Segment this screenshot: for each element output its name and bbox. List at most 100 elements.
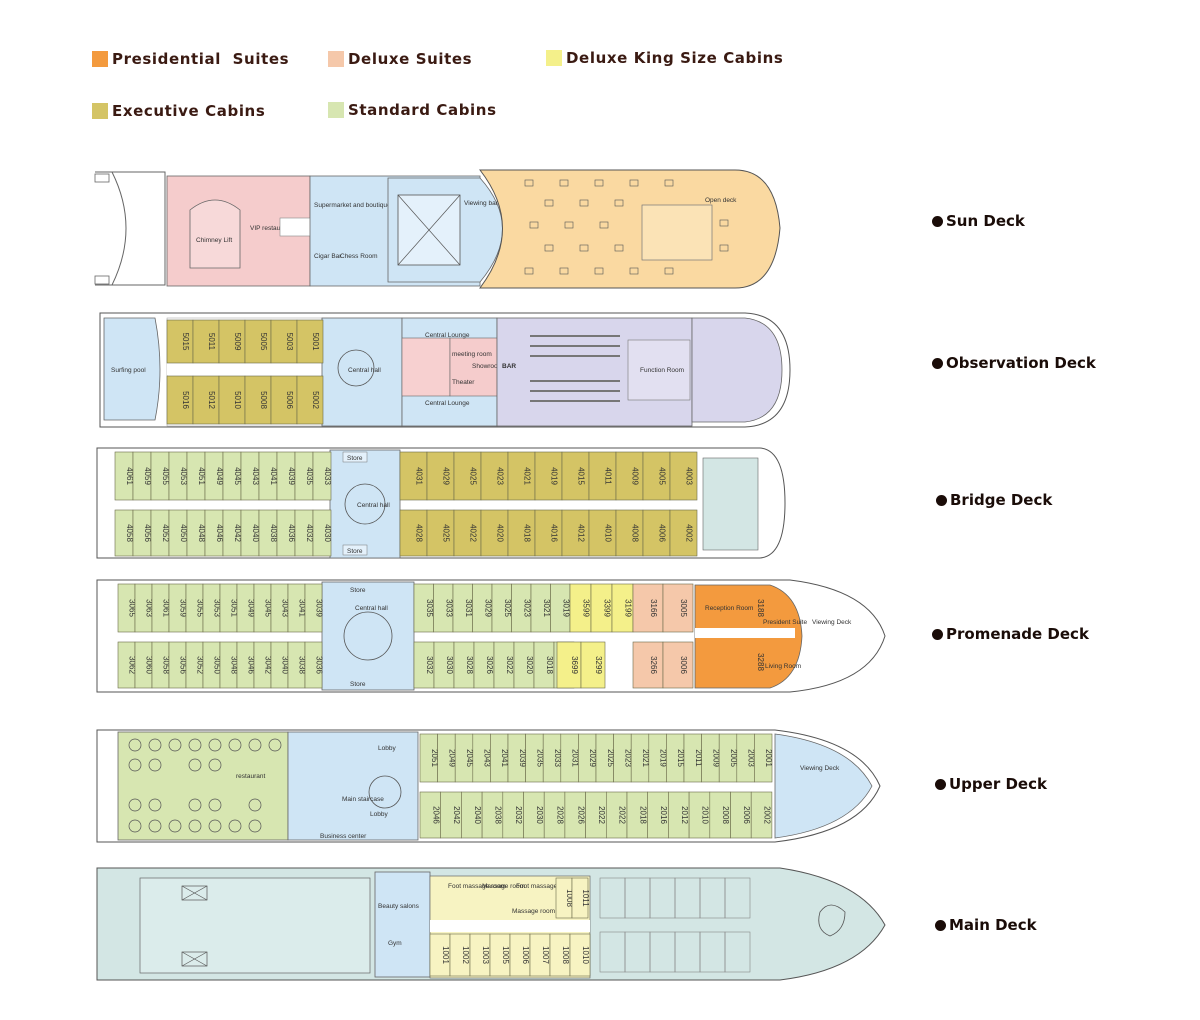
cabin-number: 4030 — [323, 524, 332, 542]
room-label-lobby-1: Lobby — [378, 745, 396, 752]
cabin-number: 2003 — [747, 749, 756, 767]
cabin — [588, 509, 617, 557]
room-label-reception-room: Reception Room — [705, 605, 753, 612]
cabin-number: 3025 — [503, 599, 512, 617]
cabin-number: 4005 — [658, 467, 667, 485]
cabin-number: 4012 — [577, 524, 586, 542]
room-label-viewing-deck: Viewing Deck — [800, 765, 840, 772]
room-label-living-room: Living Room — [765, 663, 801, 670]
legend-item-deluxe-suites: Deluxe Suites — [328, 50, 472, 68]
cabin-number: 5011 — [207, 333, 216, 351]
cabin — [166, 319, 194, 364]
cabin-number: 5002 — [311, 391, 320, 409]
cabin-number: 3032 — [425, 656, 434, 674]
cabin-number: 3029 — [483, 599, 492, 617]
cabin — [244, 375, 272, 425]
cabin-number: 1005 — [501, 946, 510, 964]
room-label-main-staircase: Main staircase — [342, 796, 384, 803]
cabin-number: 3030 — [445, 656, 454, 674]
cabin-number: 4045 — [233, 467, 242, 485]
cabin-number: 2015 — [676, 749, 685, 767]
cabin-number: 3019 — [561, 599, 570, 617]
cabin — [580, 641, 606, 689]
cabin-number: 4008 — [631, 524, 640, 542]
bullet-icon — [935, 919, 946, 931]
bullet-icon — [932, 628, 943, 640]
cabin-number: 4051 — [197, 467, 206, 485]
cabin-number: 3022 — [505, 656, 514, 674]
cabin-number: 4002 — [685, 524, 694, 542]
cabin-number: 4050 — [179, 524, 188, 542]
cabin-number: 4056 — [143, 524, 152, 542]
cabin-number: 3041 — [298, 599, 307, 617]
cabin-number: 2009 — [711, 749, 720, 767]
legend-item-presidential: Presidential Suites — [92, 50, 289, 68]
cabin — [399, 509, 428, 557]
cabin-number: 4003 — [685, 467, 694, 485]
cabin-number: 2046 — [431, 806, 440, 824]
cabin-number: 3045 — [264, 599, 273, 617]
cabin — [588, 451, 617, 501]
cabin — [296, 319, 324, 364]
room-label-vip-restaurant: VIP restaurant — [250, 225, 292, 232]
cabin — [662, 641, 694, 689]
cabin-number: 3063 — [145, 599, 154, 617]
bullet-icon — [936, 494, 947, 506]
legend-swatch-deluxe-king — [546, 50, 562, 66]
room-label-central-hall: Central hall — [357, 502, 390, 509]
cabin — [312, 509, 332, 557]
cabin — [218, 375, 246, 425]
cabin-number: 4059 — [143, 467, 152, 485]
cabin-number: 4021 — [523, 467, 532, 485]
main-deck-plan: Beauty salons Gym Foot massage room Mass… — [96, 867, 886, 981]
cabin-number: 4019 — [550, 467, 559, 485]
room-label-viewing-bar: Viewing bar — [464, 200, 499, 207]
cabin-number: 3065 — [128, 599, 137, 617]
cabin-number: 5012 — [207, 391, 216, 409]
cabin-number: 4049 — [215, 467, 224, 485]
cabin — [218, 319, 246, 364]
cabin-number: 1010 — [581, 946, 590, 964]
cabin-number: 2051 — [430, 749, 439, 767]
cabin — [561, 509, 590, 557]
cabin-number: 3166 — [649, 599, 658, 617]
cabin-number: 2031 — [571, 749, 580, 767]
cabin-number: 4033 — [323, 467, 332, 485]
cabin-number: 5006 — [285, 391, 294, 409]
legend-label: Executive Cabins — [112, 102, 266, 120]
cabin-number: 2021 — [641, 749, 650, 767]
cabin — [426, 509, 455, 557]
cabin-number: 3061 — [162, 599, 171, 617]
room-label-gym: Gym — [388, 940, 402, 947]
cabin-number: 4040 — [251, 524, 260, 542]
cabin — [166, 375, 194, 425]
legend-label: Presidential Suites — [112, 50, 290, 68]
cabin-number: 4011 — [604, 467, 613, 485]
cabin-number: 4016 — [550, 524, 559, 542]
legend-item-executive: Executive Cabins — [92, 102, 265, 120]
deck-label-text: Upper Deck — [949, 775, 1047, 793]
cabin-number: 2029 — [588, 749, 597, 767]
cabin-number: 3006 — [679, 656, 688, 674]
room-label-viewing-deck: Viewing Deck — [812, 619, 852, 626]
deck-label-main: Main Deck — [935, 916, 1037, 934]
cabin-number: 3058 — [162, 656, 171, 674]
room-label-cigar-bar: Cigar Bar — [314, 253, 342, 260]
cabin-number: 5009 — [233, 333, 242, 351]
cabin-number: 3199 — [624, 599, 633, 617]
legend-swatch-standard — [328, 102, 344, 118]
cabin-number: 2022 — [597, 806, 606, 824]
cabin-number: 2026 — [576, 806, 585, 824]
cabin-number: 5003 — [285, 333, 294, 351]
cabin-number: 2042 — [452, 806, 461, 824]
deck-label-text: Observation Deck — [946, 354, 1096, 372]
cabin — [750, 791, 773, 839]
room-label-store-1: Store — [350, 587, 366, 594]
bullet-icon — [935, 778, 946, 790]
cabin-number: 4025 — [442, 524, 451, 542]
deck-label-text: Sun Deck — [946, 212, 1025, 230]
cabin-number: 2006 — [742, 806, 751, 824]
cabin-number: 2002 — [763, 806, 772, 824]
cabin-number: 3036 — [315, 656, 324, 674]
